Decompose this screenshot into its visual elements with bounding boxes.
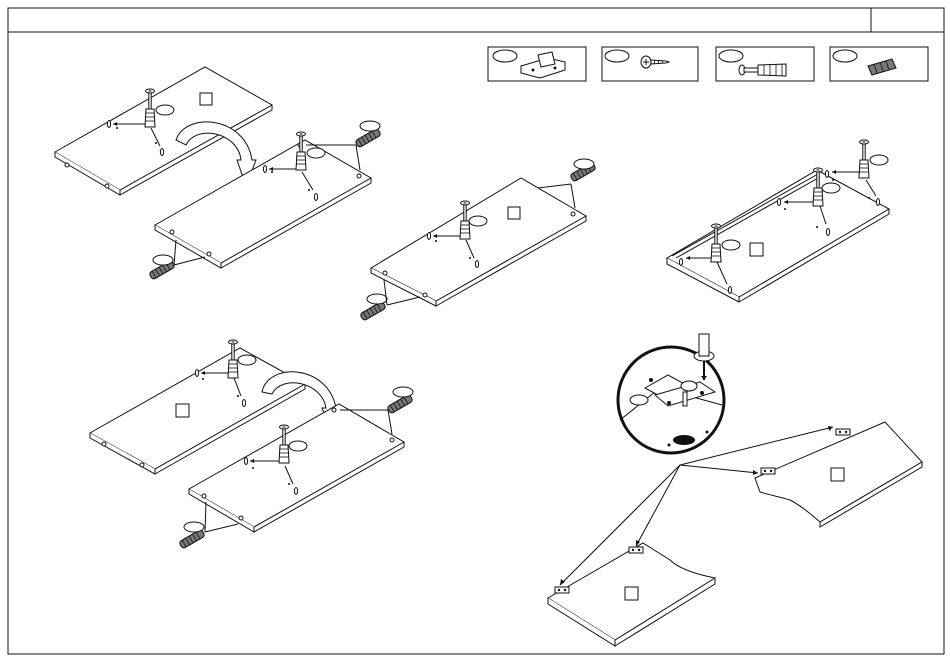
step-group-4	[90, 340, 413, 549]
panel-8	[548, 543, 715, 646]
panel-1	[55, 67, 272, 195]
step-group-3	[667, 140, 889, 302]
magnifier-icon	[618, 347, 724, 453]
panel-7	[755, 422, 922, 527]
legend-cam-bolt	[716, 47, 814, 81]
panel-4	[667, 140, 889, 302]
hardware-legend	[488, 47, 928, 81]
panel-3	[360, 159, 597, 321]
legend-screw	[602, 47, 698, 81]
step-group-2	[360, 159, 597, 321]
legend-dowel	[830, 47, 928, 81]
legend-hinge	[488, 47, 586, 81]
step-group-1	[55, 67, 381, 280]
step-group-5	[548, 334, 922, 646]
leader-lines	[560, 426, 833, 585]
